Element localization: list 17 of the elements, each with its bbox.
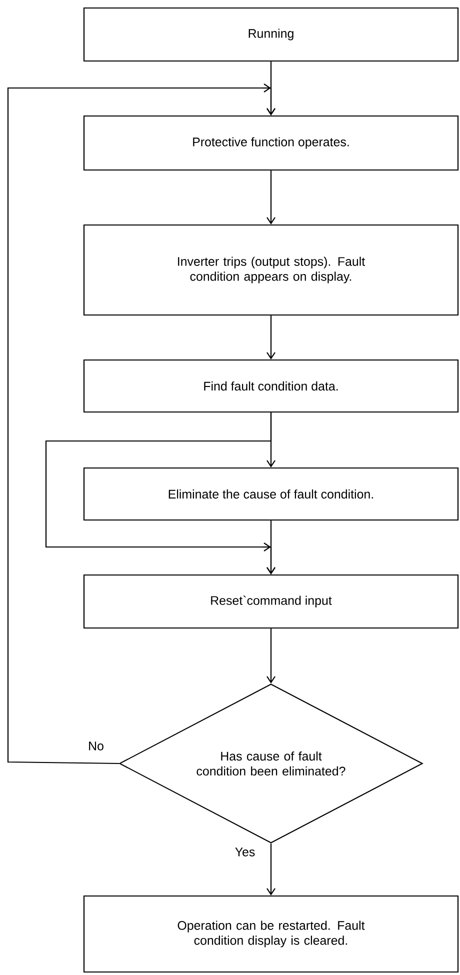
- process-box: Operation can be restarted. Fault condition display is cleared.: [83, 895, 459, 973]
- arrowhead: [263, 84, 271, 92]
- arrow: [266, 628, 276, 684]
- arrow: [266, 844, 276, 896]
- arrow: [266, 170, 276, 224]
- process-box: Inverter trips (output stops). Fault condition appears on display.: [83, 224, 459, 316]
- process-box: Find fault condition data.: [83, 359, 459, 413]
- edge-label: Yes: [234, 846, 256, 858]
- arrowhead: [263, 542, 271, 552]
- process-box: Eliminate the cause of fault condition.: [83, 467, 459, 521]
- process-box: Running: [83, 7, 459, 62]
- process-box: Reset`command input: [83, 574, 459, 629]
- arrow: [7, 87, 276, 764]
- process-box: Protective function operates.: [83, 115, 459, 171]
- arrow: [266, 316, 276, 360]
- edge-label: No: [87, 740, 105, 752]
- arrow: [45, 412, 276, 574]
